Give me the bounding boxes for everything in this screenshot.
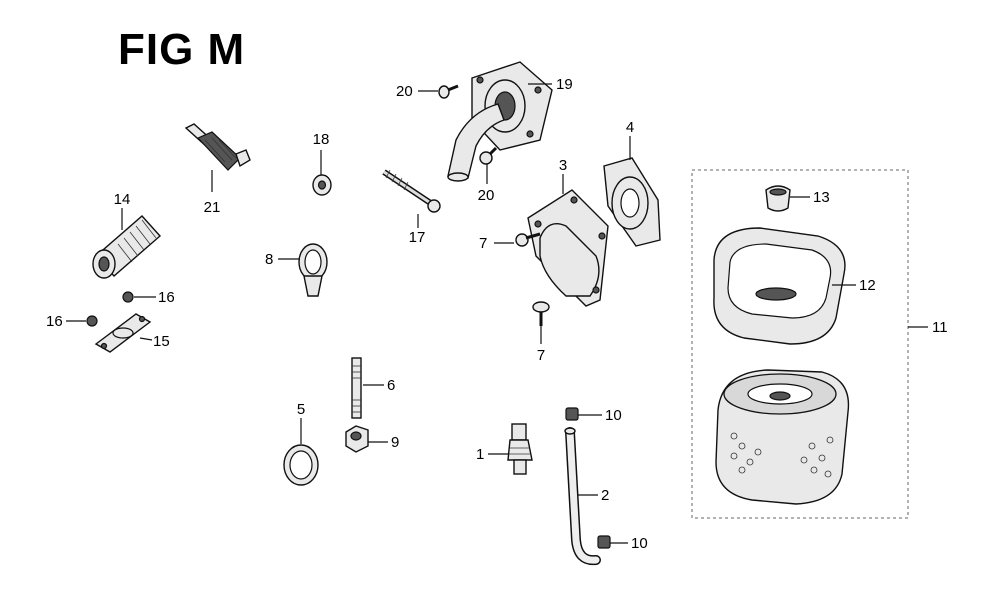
part-intake-tube [92, 215, 161, 279]
part-stud [351, 357, 362, 419]
callout-21: 21 [204, 199, 221, 216]
part-cap-nut [765, 185, 791, 212]
part-fitting [507, 423, 533, 475]
callout-10a: 10 [605, 407, 622, 424]
callout-5: 5 [297, 401, 305, 418]
callout-2: 2 [601, 487, 609, 504]
callout-16b: 16 [46, 313, 63, 330]
part-long-bolt [382, 169, 441, 213]
callout-12: 12 [859, 277, 876, 294]
callout-1: 1 [476, 446, 484, 463]
part-hose [564, 427, 601, 566]
callout-16a: 16 [158, 289, 175, 306]
callout-8: 8 [265, 251, 273, 268]
callout-9: 9 [391, 434, 399, 451]
callout-11: 11 [932, 319, 948, 336]
part-flange-ring [603, 157, 661, 247]
callout-6: 6 [387, 377, 395, 394]
callout-14: 14 [114, 191, 131, 208]
callout-19: 19 [556, 76, 573, 93]
air-cleaner-assembly-box [691, 169, 909, 519]
part-o-ring [283, 444, 319, 486]
callout-13: 13 [813, 189, 830, 206]
part-screw-20a [438, 84, 459, 99]
part-cover-flange [527, 189, 609, 307]
part-washer [312, 174, 332, 196]
part-elbow-flange [447, 61, 553, 182]
part-air-filter-element [715, 369, 850, 505]
part-spark-plug [184, 123, 251, 171]
figure-title: FIG M [118, 25, 246, 74]
part-hose-clip-10a [565, 407, 579, 421]
part-screw-20b [479, 146, 498, 165]
part-clamp [298, 243, 328, 297]
part-gasket [94, 313, 152, 353]
callout-10b: 10 [631, 535, 648, 552]
callout-20a: 20 [396, 83, 413, 100]
part-hose-clip-10b [597, 535, 611, 549]
part-nut-9 [345, 425, 369, 453]
callout-7b: 7 [537, 347, 545, 364]
part-screw-7a [515, 232, 541, 247]
callout-18: 18 [313, 131, 330, 148]
callout-17: 17 [409, 229, 426, 246]
callout-3: 3 [559, 157, 567, 174]
callout-20b: 20 [478, 187, 495, 204]
callout-labels: 21 14 16 16 15 18 8 17 20 19 20 3 4 7 7 … [46, 76, 948, 552]
part-nut-16a [122, 291, 134, 303]
part-nut-16b [86, 315, 98, 327]
callout-15: 15 [153, 333, 170, 350]
callout-4: 4 [626, 119, 634, 136]
part-foam-element [713, 227, 846, 345]
callout-7a: 7 [479, 235, 487, 252]
part-screw-7b [532, 301, 550, 326]
